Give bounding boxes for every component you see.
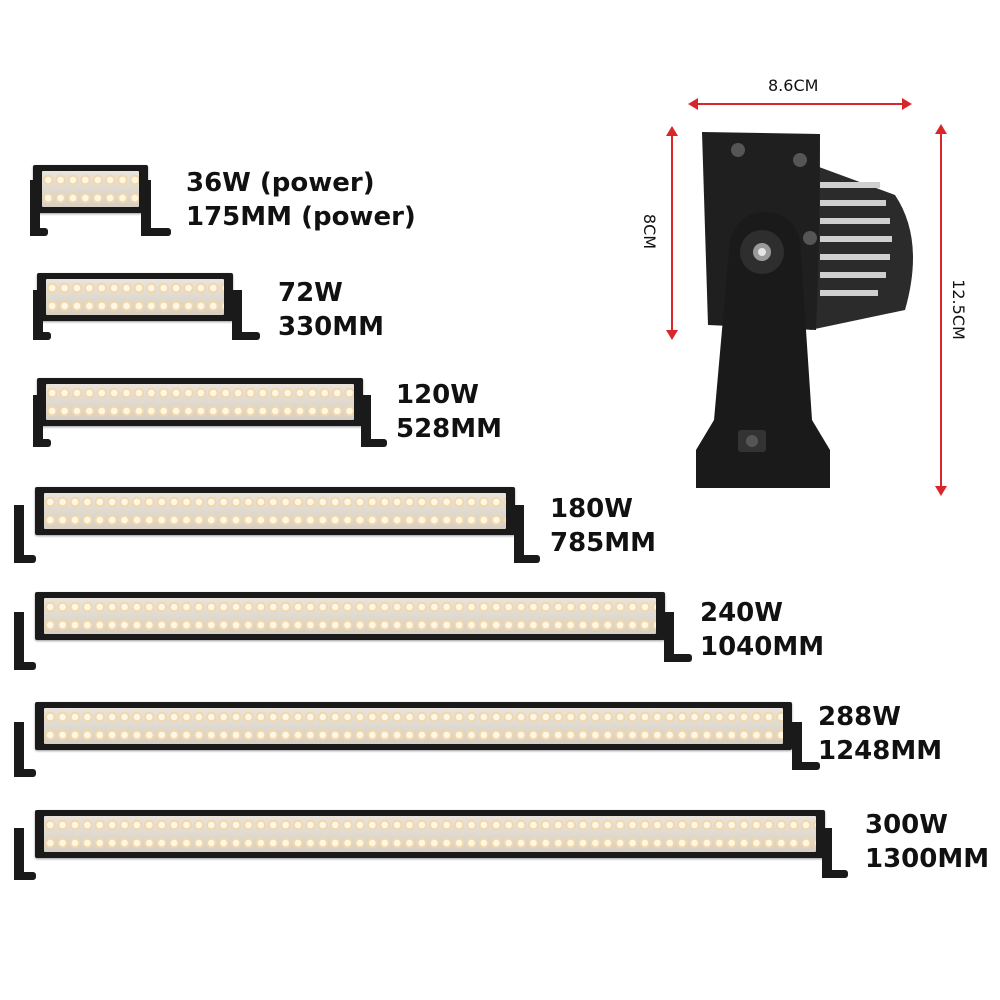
- bracket-left: [14, 828, 24, 880]
- bracket-right-foot: [792, 762, 820, 770]
- bracket-left: [14, 722, 24, 777]
- length-label: 785MM: [550, 528, 657, 558]
- bracket-right: [141, 180, 151, 236]
- power-label: 72W: [278, 278, 343, 308]
- bracket-left: [33, 290, 43, 340]
- spec-120w: 120W 528MM: [396, 378, 502, 446]
- bracket-left: [14, 505, 24, 563]
- arrow-up-icon: [935, 124, 947, 134]
- length-label: 528MM: [396, 414, 503, 444]
- bracket-left: [30, 180, 40, 236]
- bracket-left-foot: [14, 662, 36, 670]
- inner-height-label: 8CM: [640, 213, 660, 250]
- bar-housing: [35, 592, 665, 640]
- arrow-down-icon: [666, 330, 678, 340]
- total-height-dimension-line: [940, 130, 942, 488]
- spec-240w: 240W 1040MM: [700, 596, 824, 664]
- power-label: 36W (power): [186, 168, 375, 198]
- length-label: 1040MM: [700, 632, 825, 662]
- arrow-left-icon: [688, 98, 698, 110]
- length-label: 1300MM: [865, 844, 990, 874]
- arrow-right-icon: [902, 98, 912, 110]
- bracket-right-foot: [232, 332, 260, 340]
- power-label: 120W: [396, 380, 479, 410]
- bracket-right-foot: [822, 870, 848, 878]
- bracket-left-foot: [33, 332, 51, 340]
- length-label: 175MM (power): [186, 202, 416, 232]
- bracket-right: [664, 612, 674, 662]
- bar-housing: [35, 702, 792, 750]
- spec-36w: 36W (power) 175MM (power): [186, 166, 416, 234]
- power-label: 300W: [865, 810, 948, 840]
- power-label: 240W: [700, 598, 783, 628]
- arrow-up-icon: [666, 126, 678, 136]
- bracket-left-foot: [30, 228, 48, 236]
- bracket-left: [14, 612, 24, 670]
- spec-180w: 180W 785MM: [550, 492, 656, 560]
- bracket-right: [232, 290, 242, 340]
- spec-72w: 72W 330MM: [278, 276, 384, 344]
- total-height-label: 12.5CM: [948, 279, 968, 340]
- bracket-right-foot: [514, 555, 540, 563]
- power-label: 288W: [818, 702, 901, 732]
- bar-housing: [37, 273, 233, 321]
- width-label: 8.6CM: [768, 76, 819, 95]
- bracket-right: [792, 722, 802, 770]
- bar-housing: [35, 810, 825, 858]
- arrow-down-icon: [935, 486, 947, 496]
- bracket-right: [822, 828, 832, 878]
- bracket-right-foot: [141, 228, 171, 236]
- bracket-right-foot: [664, 654, 692, 662]
- bracket-left-foot: [14, 555, 36, 563]
- bracket-left-foot: [33, 439, 51, 447]
- bar-housing: [35, 487, 515, 535]
- mount-stand: [696, 211, 830, 488]
- bracket-left: [33, 395, 43, 447]
- inner-height-dimension-line: [671, 132, 673, 332]
- spec-300w: 300W 1300MM: [865, 808, 989, 876]
- bar-housing: [37, 378, 363, 426]
- bracket-right: [361, 395, 371, 447]
- length-label: 330MM: [278, 312, 385, 342]
- bracket-left-foot: [14, 872, 36, 880]
- bracket-right-foot: [361, 439, 387, 447]
- power-label: 180W: [550, 494, 633, 524]
- bracket-right: [514, 505, 524, 563]
- heat-sink-fins: [800, 160, 913, 330]
- bracket-closeup: [696, 132, 913, 488]
- length-label: 1248MM: [818, 736, 943, 766]
- width-dimension-line: [694, 103, 906, 105]
- bar-housing: [33, 165, 148, 213]
- spec-288w: 288W 1248MM: [818, 700, 942, 768]
- bracket-left-foot: [14, 769, 36, 777]
